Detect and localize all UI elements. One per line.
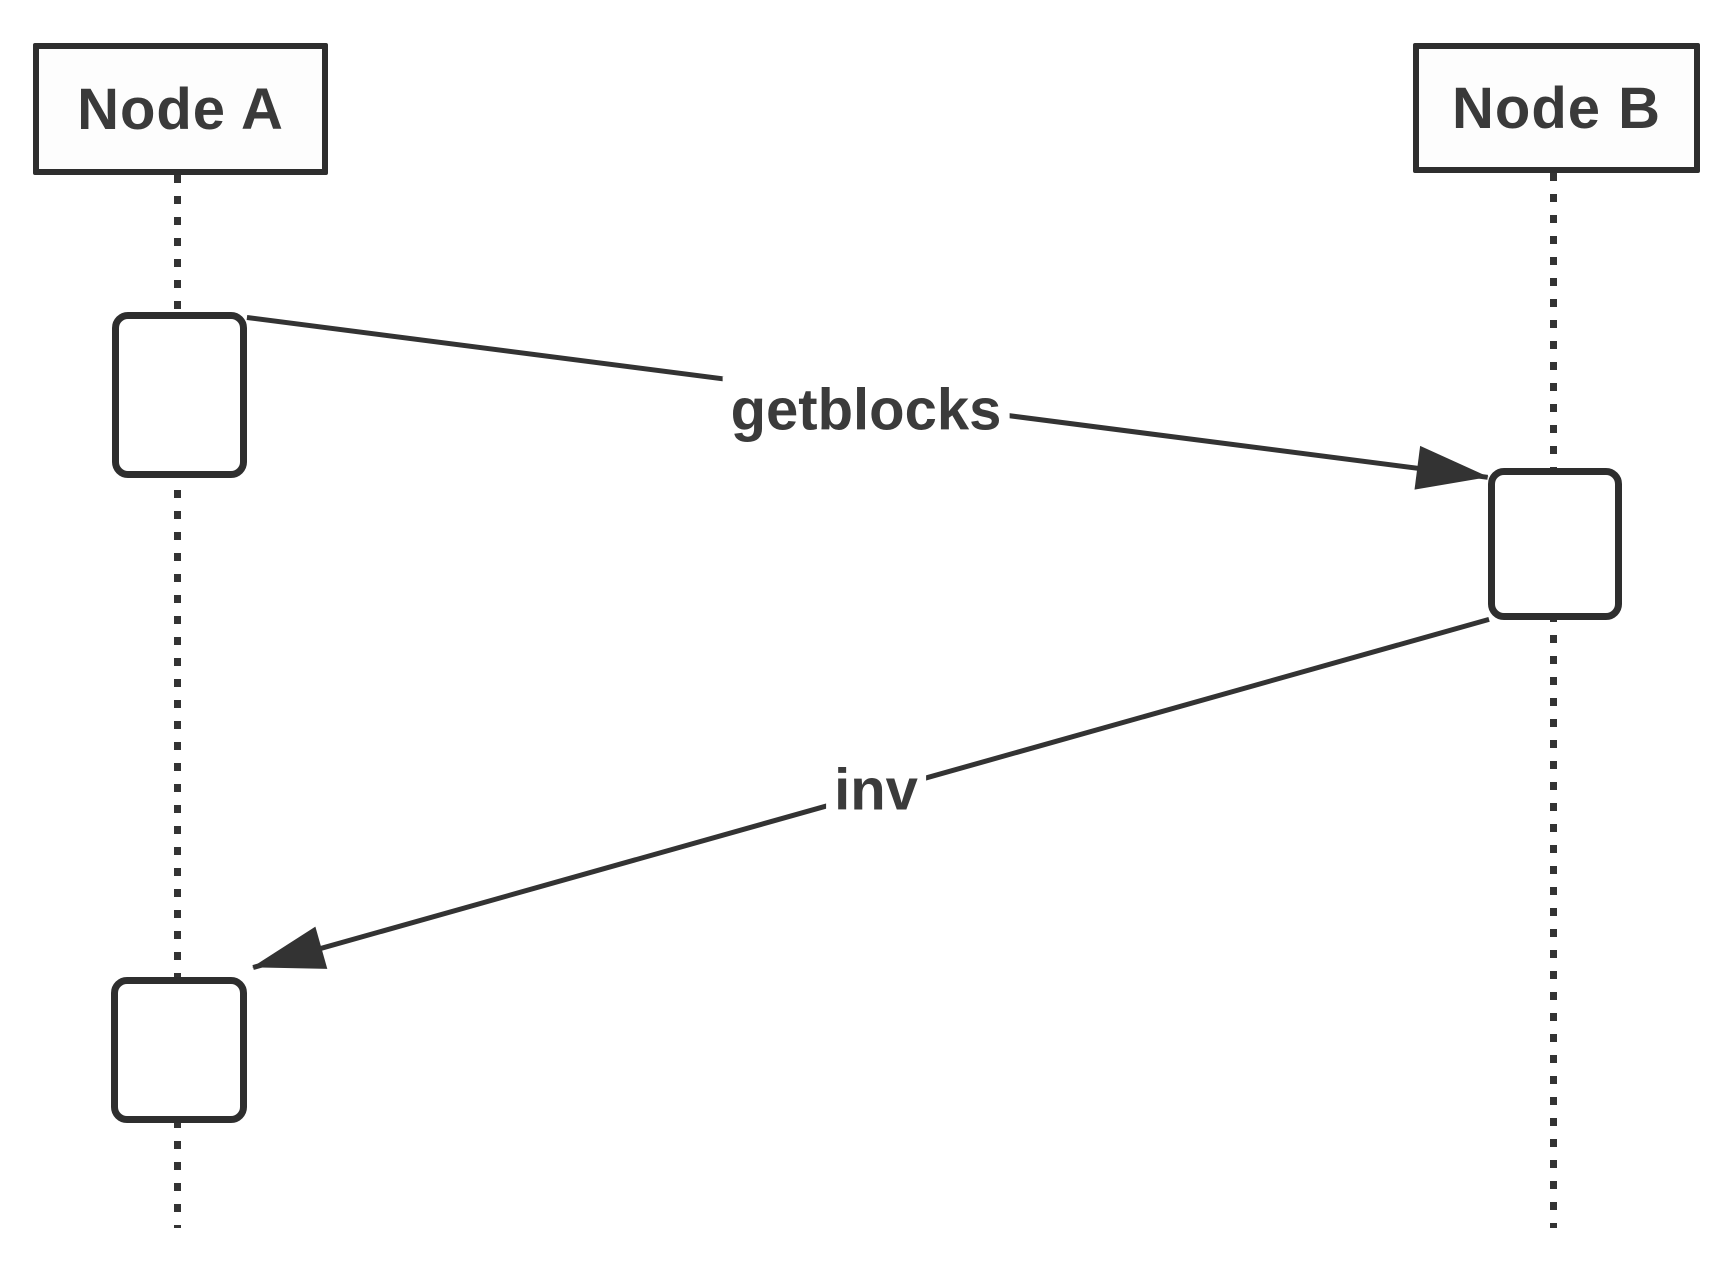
activation-box-node-b-1 [1488, 468, 1622, 620]
activation-box-node-a-1 [112, 312, 247, 478]
actor-node-b: Node B [1413, 43, 1700, 173]
activation-box-node-a-2 [111, 977, 247, 1123]
actor-node-a-label: Node A [77, 76, 284, 142]
arrowhead-right-icon [1414, 445, 1492, 499]
actor-node-a: Node A [33, 43, 328, 175]
actor-node-b-label: Node B [1452, 75, 1661, 141]
message-label-inv: inv [826, 756, 926, 824]
lifeline-node-a [174, 175, 181, 1228]
lifeline-node-b [1550, 173, 1557, 1228]
message-label-getblocks: getblocks [722, 376, 1010, 444]
arrowhead-left-icon [246, 926, 328, 989]
